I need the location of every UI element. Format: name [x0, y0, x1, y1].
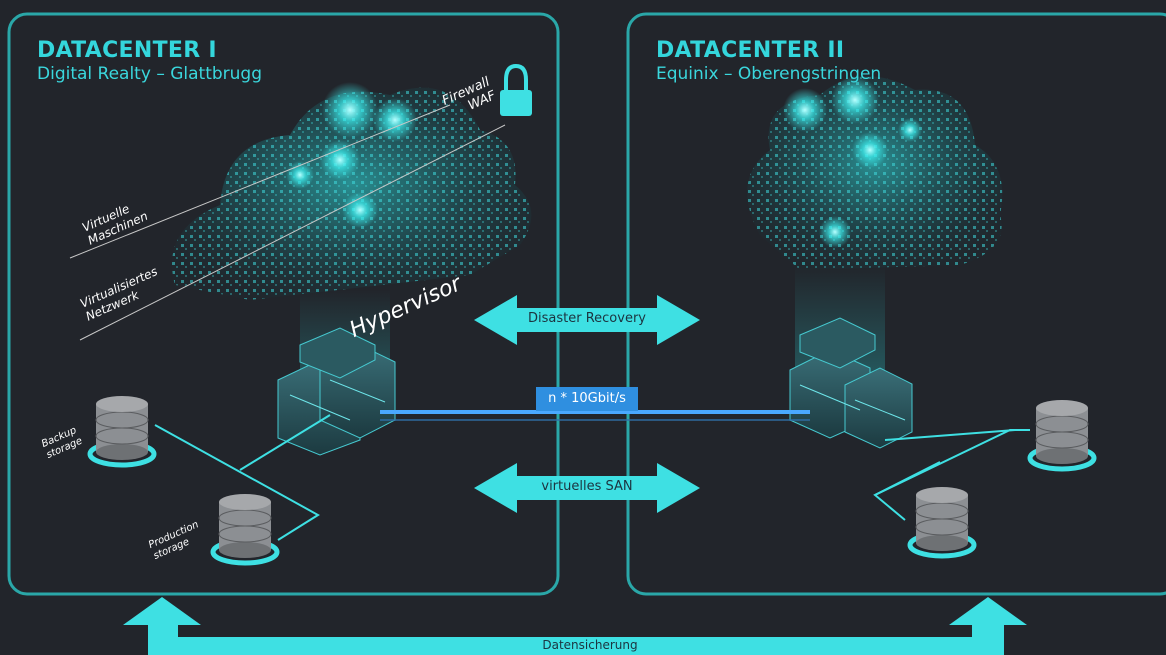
- storage-link-right: [884, 429, 1016, 441]
- san-arrow: [474, 463, 700, 513]
- database-icon: [87, 396, 157, 468]
- datacenter-2-title: DATACENTER II: [656, 38, 845, 63]
- vm-layer-line: [69, 104, 451, 259]
- san-label: virtuelles SAN: [541, 479, 633, 494]
- disaster-recovery-label: Disaster Recovery: [528, 311, 646, 326]
- server-rack-icon: [277, 327, 396, 456]
- disaster-recovery-arrow: [474, 295, 700, 345]
- backup-bracket-arrow: [123, 597, 1027, 655]
- network-layer-line: [79, 124, 506, 341]
- server-rack-icon: [789, 317, 913, 449]
- datacenter-2-panel: [626, 12, 1166, 596]
- datacenter-1-subtitle: Digital Realty – Glattbrugg: [37, 64, 263, 84]
- datacenter-1-panel: [7, 12, 560, 596]
- database-icon: [1027, 400, 1097, 472]
- storage-link-left: [239, 414, 331, 471]
- cloud-icon: [747, 76, 1003, 271]
- database-icon: [907, 487, 977, 559]
- backup-label: Datensicherung: [542, 638, 638, 652]
- database-icon: [210, 494, 280, 566]
- lock-icon: [500, 63, 532, 116]
- datacenter-1-title: DATACENTER I: [37, 38, 217, 63]
- datacenter-2-subtitle: Equinix – Oberengstringen: [656, 64, 882, 84]
- network-speed-label: n * 10Gbit/s: [536, 387, 638, 411]
- cloud-icon: [172, 82, 532, 300]
